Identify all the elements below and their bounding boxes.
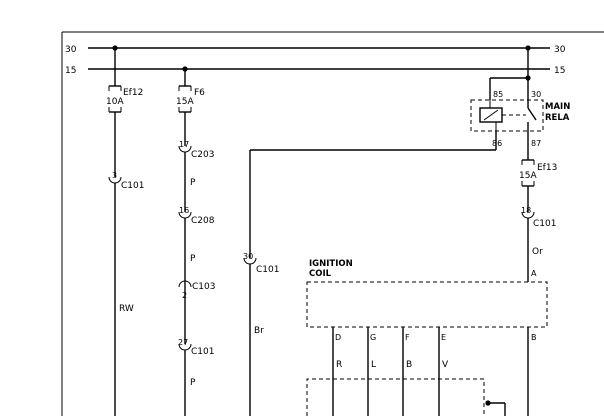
circuit-f6: F6 15A 17 C203 P 16 C208 P 2 C103 27 C10… — [176, 69, 215, 416]
relay-pin-85: 85 — [493, 90, 503, 99]
rail-30-label-right: 30 — [554, 45, 566, 55]
fuse-ef13-id: Ef13 — [537, 163, 557, 173]
wire-color-b: B — [406, 360, 412, 370]
rail-15-label-left: 15 — [65, 66, 76, 76]
relay-label-rela: RELA — [545, 113, 570, 123]
junction-dot — [485, 400, 491, 406]
relay-label-main: MAIN — [545, 102, 570, 112]
coil-pin-g: G — [370, 333, 376, 342]
wire-color-l: L — [371, 360, 376, 370]
connector-name: C103 — [192, 282, 215, 292]
fuse-f6-rating: 15A — [176, 97, 194, 107]
relay-housing — [470, 99, 544, 132]
wire-color-p: P — [190, 254, 196, 264]
connector-name: C208 — [191, 216, 215, 226]
lower-module — [306, 378, 506, 416]
rail-15: 15 15 — [65, 66, 565, 76]
fuse-ef12-rating: 10A — [106, 97, 124, 107]
connector-pin: 30 — [243, 252, 253, 261]
wire-color-p: P — [190, 378, 196, 388]
circuit-relay-86: 30 C101 Br — [243, 131, 497, 416]
coil-pin-d: D — [335, 333, 341, 342]
wire-color-p: P — [190, 178, 196, 188]
fuse-f6 — [178, 85, 192, 113]
relay-pin-86: 86 — [492, 139, 502, 148]
relay-pin-30: 30 — [531, 90, 541, 99]
relay-pin-87: 87 — [531, 139, 541, 148]
coil-pin-f: F — [405, 333, 410, 342]
fuse-f6-id: F6 — [194, 88, 205, 98]
connector-name: C101 — [191, 347, 214, 357]
circuit-ef12: Ef12 10A 3 C101 RW — [106, 48, 144, 416]
coil-pin-b: B — [531, 333, 537, 342]
ignition-coil: IGNITION COIL A D G F E B — [306, 259, 548, 342]
connector-pin: 3 — [112, 171, 117, 180]
coil-output-wires: R L B V — [332, 327, 529, 416]
wire-color-rw: RW — [119, 304, 134, 314]
ignition-coil-label-2: COIL — [309, 269, 332, 279]
ignition-coil-housing — [306, 281, 548, 328]
fuse-ef12 — [108, 85, 122, 113]
connector-pin: 18 — [521, 206, 531, 215]
connector-name: C203 — [191, 150, 214, 160]
rail-30: 30 30 — [65, 45, 566, 55]
coil-pin-e: E — [441, 333, 446, 342]
wire-color-or: Or — [532, 247, 543, 257]
ignition-coil-label-1: IGNITION — [309, 259, 353, 269]
rail-15-label-right: 15 — [554, 66, 565, 76]
main-relay: 85 30 86 87 MAIN RELA — [470, 48, 570, 148]
connector-pin: 17 — [179, 140, 189, 149]
fuse-ef13-rating: 15A — [519, 171, 537, 181]
connector-name: C101 — [256, 265, 279, 275]
connector-pin: 27 — [178, 338, 188, 347]
connector-c101-pin18: 18 C101 — [521, 206, 556, 229]
fuse-ef12-id: Ef12 — [123, 88, 143, 98]
connector-c101-pin27: 27 C101 — [178, 338, 214, 357]
rail-30-label-left: 30 — [65, 45, 77, 55]
connector-name: C101 — [533, 219, 556, 229]
wire-color-br: Br — [254, 326, 264, 336]
connector-pin: 16 — [179, 206, 189, 215]
circuit-ef13: Ef13 15A 18 C101 Or — [519, 131, 557, 282]
wire-color-r: R — [336, 360, 342, 370]
wire-color-v: V — [442, 360, 449, 370]
coil-pin-a: A — [531, 269, 537, 278]
connector-name: C101 — [121, 181, 144, 191]
connector-c101-pin30: 30 C101 — [243, 252, 279, 275]
